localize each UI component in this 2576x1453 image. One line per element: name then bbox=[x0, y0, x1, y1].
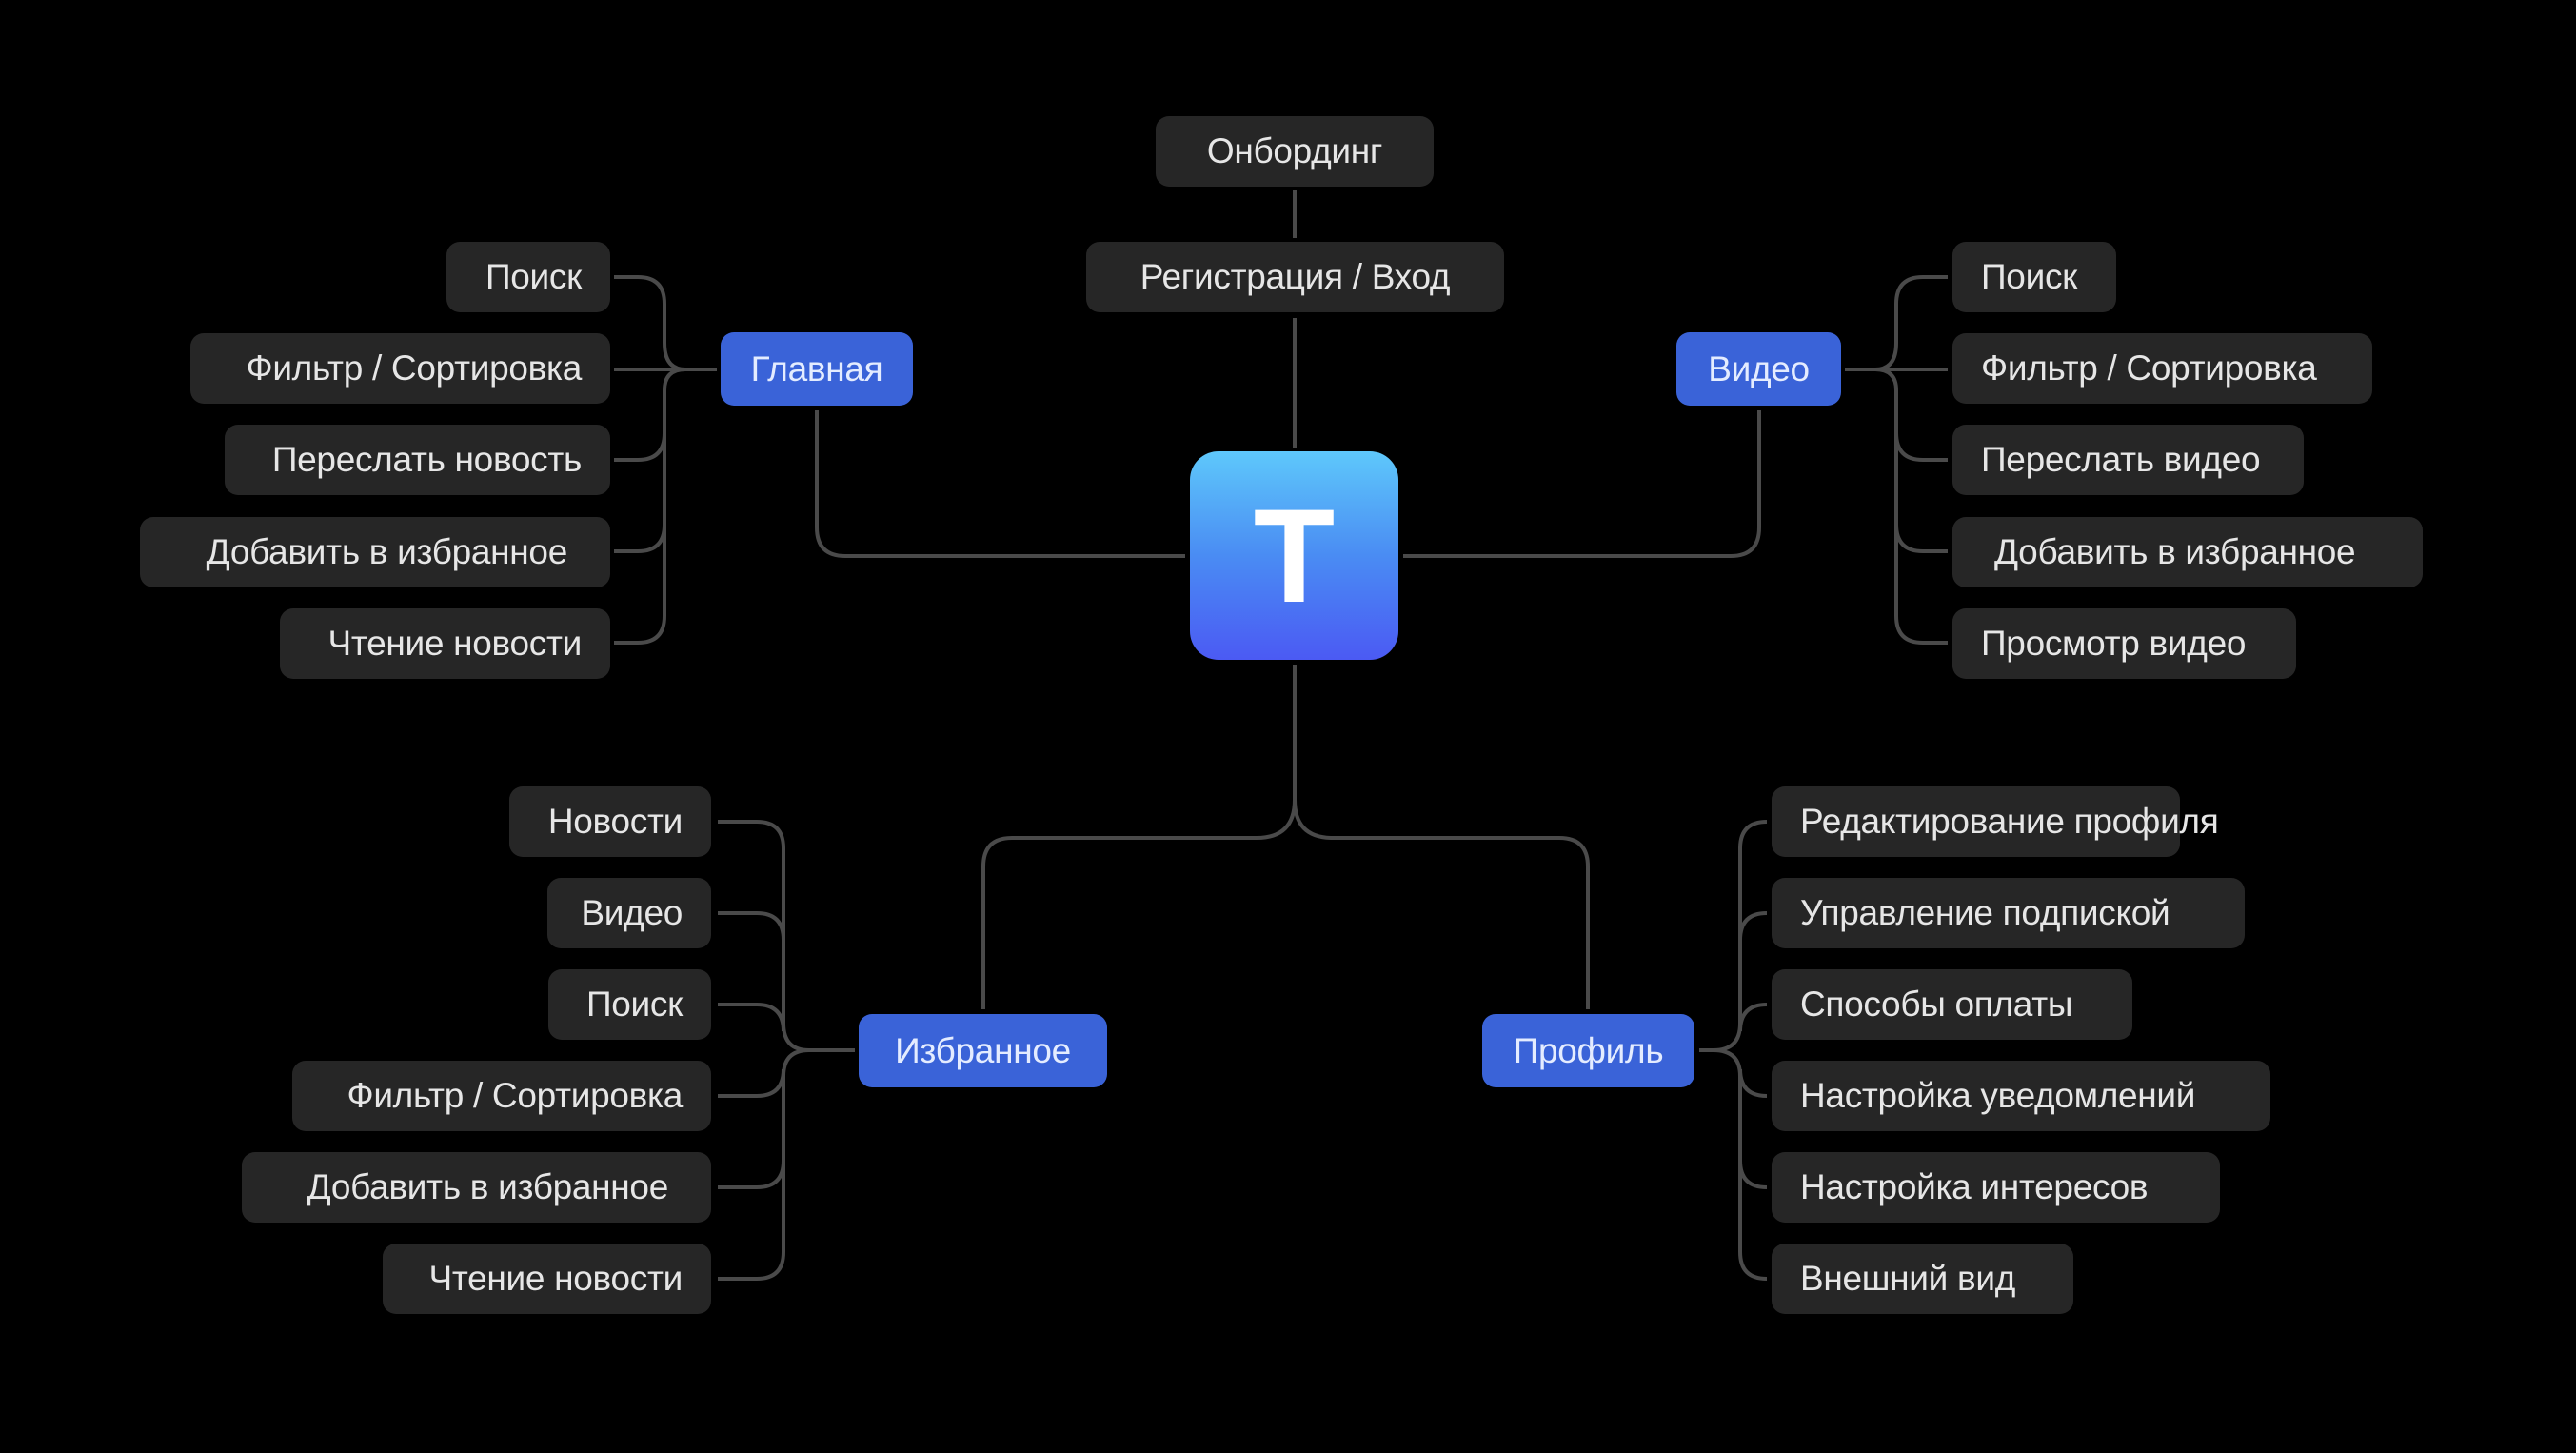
profile-item-payment-methods[interactable]: Способы оплаты bbox=[1772, 969, 2132, 1040]
connector-profile-item bbox=[1738, 1161, 1768, 1281]
video-item-filter-sort[interactable]: Фильтр / Сортировка bbox=[1952, 333, 2372, 404]
connector-video-item bbox=[1894, 433, 1948, 553]
connector-center-favorites bbox=[981, 665, 1297, 1009]
connector-video-item bbox=[1874, 368, 1948, 462]
favorites-item-news[interactable]: Новости bbox=[509, 786, 711, 857]
home-item-filter-sort[interactable]: Фильтр / Сортировка bbox=[190, 333, 610, 404]
video-item-watch-video[interactable]: Просмотр видео bbox=[1952, 608, 2296, 679]
connector-favorites-item bbox=[718, 1003, 785, 1032]
connector-video-item bbox=[1845, 275, 1948, 371]
video-item-search[interactable]: Поиск bbox=[1952, 242, 2116, 312]
video-item-share-video[interactable]: Переслать видео bbox=[1952, 425, 2304, 495]
profile-item-notification-settings[interactable]: Настройка уведомлений bbox=[1772, 1061, 2270, 1131]
favorites-item-filter-sort[interactable]: Фильтр / Сортировка bbox=[292, 1061, 711, 1131]
node-onboarding[interactable]: Онбординг bbox=[1156, 116, 1434, 187]
connector-profile-item bbox=[1738, 1003, 1768, 1032]
profile-item-manage-subscription[interactable]: Управление подпиской bbox=[1772, 878, 2245, 948]
logo-letter: T bbox=[1253, 480, 1336, 630]
app-logo[interactable]: T bbox=[1190, 451, 1398, 660]
connector-center-video bbox=[1403, 410, 1761, 558]
hub-profile[interactable]: Профиль bbox=[1482, 1014, 1694, 1087]
favorites-item-add-favorite[interactable]: Добавить в избранное bbox=[242, 1152, 711, 1223]
connector-home-item bbox=[614, 275, 717, 371]
home-item-share-news[interactable]: Переслать новость bbox=[225, 425, 610, 495]
connector-profile-item bbox=[1738, 911, 1768, 941]
connector-home-item bbox=[614, 525, 666, 645]
profile-item-appearance[interactable]: Внешний вид bbox=[1772, 1244, 2073, 1314]
connector-home-item bbox=[614, 368, 686, 462]
hub-favorites[interactable]: Избранное bbox=[859, 1014, 1107, 1087]
node-registration-login[interactable]: Регистрация / Вход bbox=[1086, 242, 1504, 312]
profile-item-interests-settings[interactable]: Настройка интересов bbox=[1772, 1152, 2220, 1223]
connector-profile-item bbox=[1713, 1048, 1768, 1098]
connector-profile-item bbox=[1699, 820, 1768, 1052]
hub-video[interactable]: Видео bbox=[1676, 332, 1841, 406]
connector-center-home bbox=[815, 410, 1185, 558]
favorites-item-read-news[interactable]: Чтение новости bbox=[383, 1244, 711, 1314]
favorites-item-search[interactable]: Поиск bbox=[548, 969, 711, 1040]
video-item-add-favorite[interactable]: Добавить в избранное bbox=[1952, 517, 2423, 587]
home-item-search[interactable]: Поиск bbox=[446, 242, 610, 312]
connector-favorites-item bbox=[718, 911, 785, 941]
connector-center-profile bbox=[1293, 799, 1590, 1009]
connector-home-item bbox=[614, 433, 666, 553]
hub-home[interactable]: Главная bbox=[721, 332, 913, 406]
connector-video-item bbox=[1894, 525, 1948, 645]
connector-favorites-item bbox=[718, 1161, 785, 1281]
favorites-item-video[interactable]: Видео bbox=[547, 878, 711, 948]
profile-item-edit-profile[interactable]: Редактирование профиля bbox=[1772, 786, 2219, 857]
connector-favorites-item bbox=[718, 1048, 810, 1098]
home-item-add-favorite[interactable]: Добавить в избранное bbox=[140, 517, 610, 587]
home-item-read-news[interactable]: Чтение новости bbox=[280, 608, 610, 679]
connector-favorites-item bbox=[718, 820, 855, 1052]
